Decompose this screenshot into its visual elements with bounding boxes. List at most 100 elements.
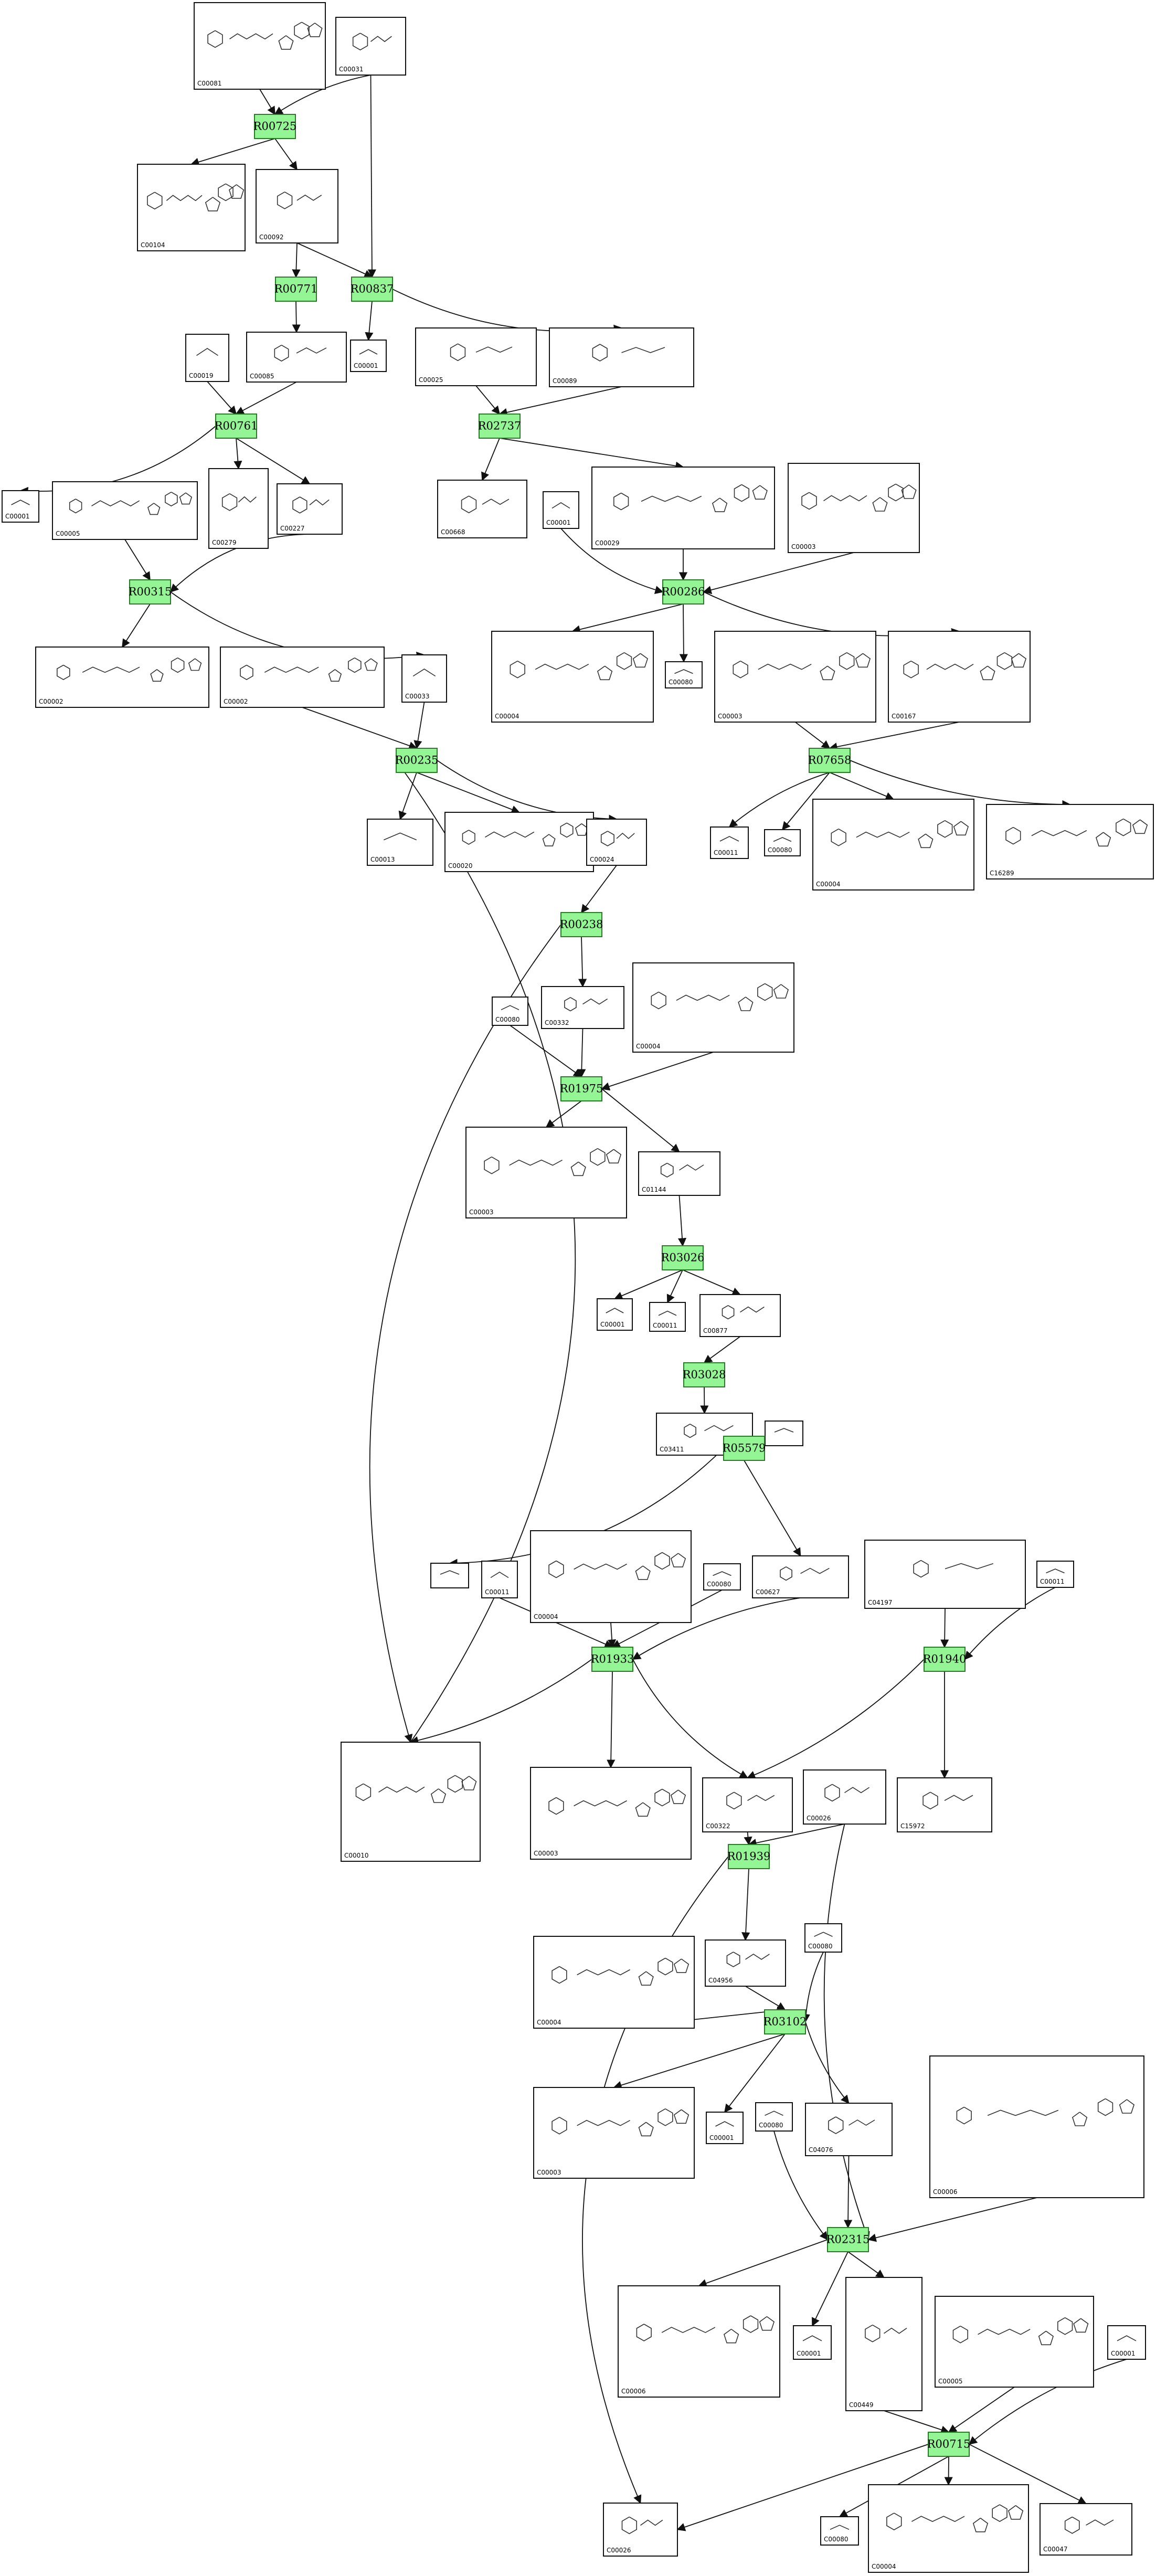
compound-c31[interactable]: C00024 [586, 819, 647, 866]
compound-box [481, 1561, 518, 1598]
compound-c41[interactable] [765, 1420, 803, 1446]
compound-c68[interactable]: C00080 [820, 2516, 859, 2546]
compound-c58[interactable]: C00001 [706, 2112, 744, 2144]
compound-c14[interactable]: C00668 [437, 480, 527, 538]
compound-c63[interactable]: C00001 [793, 2325, 832, 2360]
compound-c15[interactable]: C00001 [543, 491, 579, 529]
reaction-r19[interactable]: R02315 [826, 2227, 870, 2252]
compound-c42[interactable] [430, 1563, 469, 1588]
compound-c12[interactable]: C00279 [208, 468, 269, 549]
reaction-r7[interactable]: R00286 [662, 579, 705, 605]
compound-c4[interactable]: C00092 [256, 169, 338, 243]
compound-c57[interactable]: C00003 [533, 2087, 695, 2179]
compound-c33[interactable]: C00332 [541, 986, 624, 1029]
compound-c55[interactable]: C04956 [705, 1939, 786, 1987]
compound-c21[interactable]: C00004 [491, 631, 654, 723]
compound-c34[interactable]: C00004 [632, 962, 794, 1053]
reaction-r5[interactable]: R02737 [478, 414, 522, 439]
compound-c6[interactable]: C00019 [185, 334, 229, 382]
compound-c54[interactable]: C00004 [533, 1936, 695, 2029]
reaction-r17[interactable]: R01939 [727, 1844, 771, 1869]
compound-c35[interactable]: C00003 [465, 1127, 627, 1218]
compound-c17[interactable]: C00003 [788, 463, 920, 553]
compound-c51[interactable]: C00322 [702, 1777, 793, 1832]
compound-c28[interactable]: C16289 [986, 804, 1154, 879]
reaction-r14[interactable]: R05579 [723, 1436, 766, 1461]
compound-c56[interactable]: C00080 [804, 1923, 842, 1953]
compound-c16[interactable]: C00029 [591, 467, 775, 549]
compound-c22[interactable]: C00080 [665, 661, 703, 688]
reaction-r16[interactable]: R01940 [923, 1647, 967, 1672]
compound-c62[interactable]: C00006 [618, 2285, 780, 2398]
compound-c39[interactable]: C00877 [699, 1294, 781, 1337]
structure-ring [179, 492, 193, 505]
compound-c61[interactable]: C00006 [929, 2055, 1144, 2198]
compound-c70[interactable]: C00047 [1040, 2503, 1132, 2556]
reaction-r12[interactable]: R03026 [661, 1245, 705, 1270]
compound-c24[interactable]: C00167 [888, 631, 1031, 723]
compound-c59[interactable]: C00080 [755, 2102, 793, 2132]
compound-c1[interactable]: C00081 [194, 2, 326, 90]
reaction-r13[interactable]: R03028 [683, 1362, 726, 1387]
compound-c48[interactable]: C00011 [1036, 1561, 1074, 1588]
edge-r12-c38 [666, 1269, 683, 1303]
compound-c49[interactable]: C00010 [341, 1742, 481, 1862]
structure-ring [657, 2108, 673, 2126]
compound-c52[interactable]: C00026 [803, 1769, 886, 1825]
compound-c3[interactable]: C00104 [137, 164, 246, 251]
structure-ring [548, 1560, 564, 1578]
compound-c23[interactable]: C00003 [714, 631, 876, 723]
compound-c37[interactable]: C00001 [597, 1298, 633, 1331]
compound-c19[interactable]: C00002 [220, 646, 385, 708]
reaction-r6[interactable]: R00315 [129, 579, 172, 605]
reaction-r20[interactable]: R00715 [927, 2432, 971, 2457]
compound-c64[interactable]: C00449 [845, 2277, 922, 2411]
compound-c7[interactable]: C00085 [246, 332, 347, 383]
compound-c38[interactable]: C00011 [649, 1302, 686, 1332]
reaction-r2[interactable]: R00771 [274, 277, 318, 302]
compound-c26[interactable]: C00080 [764, 829, 801, 856]
reaction-r3[interactable]: R00837 [351, 277, 394, 302]
compound-c9[interactable]: C00089 [549, 327, 694, 387]
compound-c50[interactable]: C00003 [530, 1767, 692, 1860]
compound-c45[interactable]: C00080 [703, 1563, 741, 1591]
compound-id: C00001 [797, 2350, 821, 2357]
compound-c5[interactable]: C00001 [350, 340, 387, 372]
compound-c18[interactable]: C00002 [35, 646, 209, 708]
compound-c46[interactable]: C00627 [752, 1555, 849, 1598]
reaction-r8[interactable]: R07658 [808, 748, 852, 773]
compound-c8[interactable]: C00025 [415, 327, 537, 386]
structure-chain [765, 2111, 783, 2116]
compound-c36[interactable]: C01144 [638, 1151, 720, 1196]
compound-c47[interactable]: C04197 [864, 1540, 1026, 1609]
compound-c25[interactable]: C00011 [710, 826, 749, 859]
compound-c29[interactable]: C00013 [367, 819, 433, 866]
compound-c66[interactable]: C00001 [1107, 2325, 1146, 2360]
compound-c67[interactable]: C00026 [603, 2503, 678, 2557]
compound-c69[interactable]: C00004 [868, 2484, 1029, 2573]
compound-c44[interactable]: C00004 [530, 1530, 692, 1623]
structure-ring [57, 664, 70, 681]
compound-c30[interactable]: C00020 [444, 812, 594, 872]
compound-c60[interactable]: C04076 [805, 2103, 893, 2156]
compound-c20[interactable]: C00033 [401, 654, 447, 703]
compound-c10[interactable]: C00001 [2, 490, 39, 523]
reaction-r18[interactable]: R03102 [763, 2009, 807, 2034]
structure-ring [1057, 2317, 1073, 2335]
structure-chain [926, 663, 974, 670]
reaction-r15[interactable]: R01933 [591, 1647, 634, 1672]
compound-c13[interactable]: C00227 [277, 483, 343, 535]
compound-c43[interactable]: C00011 [481, 1561, 518, 1598]
reaction-r10[interactable]: R00238 [560, 912, 603, 937]
compound-c53[interactable]: C15972 [897, 1777, 992, 1832]
compound-c32[interactable]: C00080 [492, 997, 528, 1026]
compound-c11[interactable]: C00005 [52, 481, 198, 540]
structure-ring [1007, 2505, 1024, 2520]
compound-c27[interactable]: C00004 [812, 799, 974, 891]
reaction-r4[interactable]: R00761 [215, 414, 258, 439]
compound-c2[interactable]: C00031 [335, 17, 406, 76]
compound-c65[interactable]: C00005 [935, 2296, 1094, 2388]
reaction-r1[interactable]: R00725 [253, 114, 297, 139]
reaction-r11[interactable]: R01975 [560, 1076, 603, 1101]
reaction-r9[interactable]: R00235 [395, 748, 439, 773]
